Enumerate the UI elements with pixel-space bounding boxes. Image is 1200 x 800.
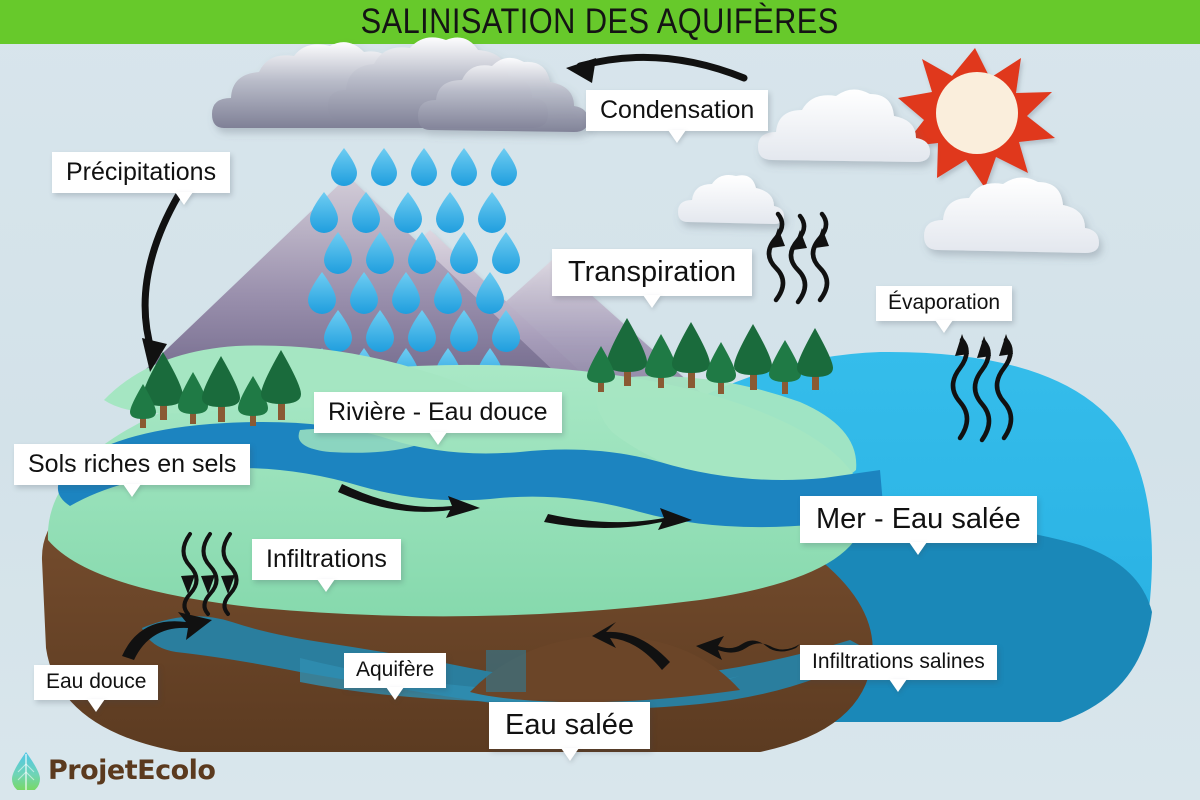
white-cloud-right (924, 177, 1099, 253)
label-sols-riches-en-sels[interactable]: Sols riches en sels (14, 444, 251, 497)
projetecolo-logo[interactable]: ProjetEcolo (10, 750, 216, 790)
label-mer-eau-salee[interactable]: Mer - Eau salée (800, 496, 1037, 556)
infiltration-arrows (181, 532, 239, 616)
label-riviere-text: Rivière - Eau douce (328, 398, 548, 426)
white-cloud-top-right (758, 89, 930, 162)
label-aquifere-text: Aquifère (356, 658, 435, 681)
label-sols-text: Sols riches en sels (28, 450, 237, 478)
label-mer-text: Mer - Eau salée (816, 503, 1021, 535)
label-transpiration[interactable]: Transpiration (552, 249, 753, 309)
river (57, 422, 884, 528)
tree-group-right (587, 318, 833, 394)
evaporation-arrows (950, 334, 1014, 443)
label-infiltrations-salines[interactable]: Infiltrations salines (800, 645, 997, 692)
rain-cloud-group (212, 37, 588, 132)
label-infiltrations[interactable]: Infiltrations (252, 539, 401, 592)
label-condensation-text: Condensation (600, 96, 755, 124)
callout-tail (668, 130, 687, 143)
raindrop-group (308, 148, 520, 387)
aquifer-layer (142, 616, 872, 710)
callout-tail (560, 748, 579, 762)
label-condensation[interactable]: Condensation (586, 90, 769, 143)
saline-intrusion-arrow (592, 622, 800, 670)
callout-tail (87, 698, 106, 712)
label-eau-salee-text: Eau salée (505, 709, 634, 741)
leaf-icon (12, 752, 40, 790)
callout-tail (174, 192, 193, 205)
label-eau-douce-text: Eau douce (46, 670, 147, 693)
label-infiltrations-text: Infiltrations (266, 545, 387, 573)
white-cloud-small (678, 175, 784, 224)
label-evaporation-text: Évaporation (888, 291, 1001, 314)
label-infiltrations-salines-text: Infiltrations salines (812, 650, 985, 673)
logo-text: ProjetEcolo (48, 754, 216, 786)
tree-group-left (130, 350, 301, 428)
callout-tail (889, 678, 908, 692)
callout-tail (428, 432, 447, 445)
label-eau-salee[interactable]: Eau salée (489, 702, 650, 762)
label-precipitations-text: Précipitations (66, 158, 217, 186)
precipitation-arrow (141, 192, 182, 372)
label-evaporation[interactable]: Évaporation (876, 286, 1013, 333)
label-eau-douce[interactable]: Eau douce (34, 665, 159, 712)
label-precipitations[interactable]: Précipitations (52, 152, 231, 205)
label-riviere-eau-douce[interactable]: Rivière - Eau douce (314, 392, 562, 445)
callout-tail (909, 542, 928, 556)
title-banner: SALINISATION DES AQUIFÈRES (0, 0, 1200, 44)
transpiration-arrows (766, 211, 830, 305)
callout-tail (317, 579, 336, 592)
label-transpiration-text: Transpiration (568, 256, 737, 288)
page-title: SALINISATION DES AQUIFÈRES (360, 2, 840, 41)
callout-tail (643, 295, 662, 309)
callout-tail (935, 319, 954, 333)
callout-tail (386, 686, 405, 700)
condensation-arrow (566, 53, 748, 83)
river-flow-arrows (338, 484, 692, 530)
fresh-groundwater-arrow (122, 612, 212, 660)
sun-icon (898, 48, 1055, 188)
label-aquifere[interactable]: Aquifère (344, 653, 447, 700)
callout-tail (123, 484, 142, 497)
